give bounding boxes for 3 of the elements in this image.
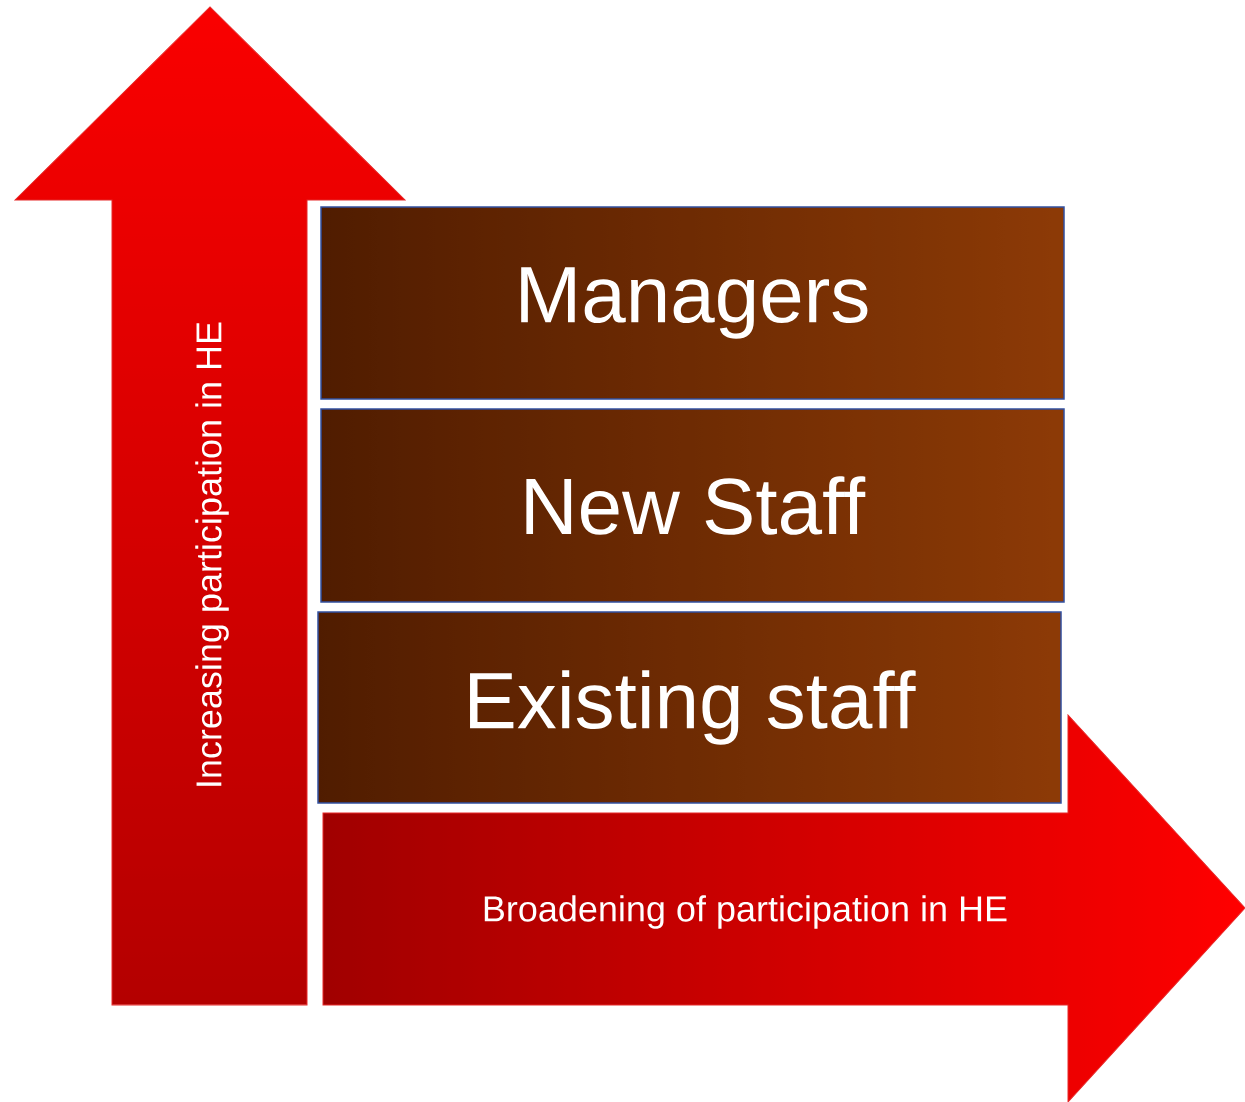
staff-box: Existing staff <box>317 611 1062 804</box>
staff-box: New Staff <box>320 408 1065 603</box>
staff-box: Managers <box>320 206 1065 400</box>
